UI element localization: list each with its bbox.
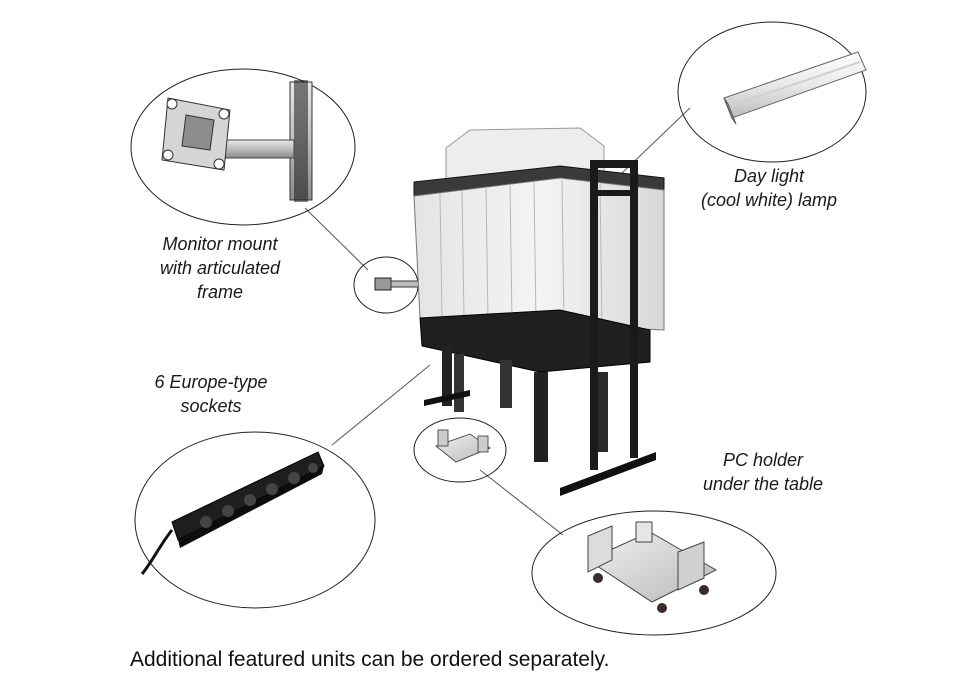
lamp-tube-icon	[723, 51, 867, 125]
leader-pc-holder	[479, 469, 564, 536]
monitor-mount-callout	[130, 68, 356, 226]
pc-holder-small-icon	[434, 429, 492, 463]
sockets-label: 6 Europe-type sockets	[136, 370, 286, 418]
sockets-label-line-2: sockets	[180, 396, 242, 416]
lamp-label-line-2: (cool white) lamp	[700, 190, 838, 210]
sockets-callout	[134, 431, 376, 609]
monitor-mount-label: Monitor mount with articulated frame	[140, 232, 300, 304]
lamp-callout	[677, 21, 867, 163]
sockets-label-line-1: 6 Europe-type	[154, 372, 268, 392]
pc-holder-small-callout	[413, 417, 507, 483]
pc-holder-label-line-2: under the table	[702, 474, 824, 494]
monitor-mount-label-line-1: Monitor mount	[162, 234, 278, 254]
monitor-mount-small-icon	[374, 277, 420, 291]
pc-holder-label-line-1: PC holder	[722, 450, 804, 470]
callout-ellipses	[130, 21, 867, 636]
footer-note: Additional featured units can be ordered…	[130, 648, 610, 671]
pc-holder-icon	[586, 521, 718, 613]
pc-holder-label: PC holder under the table	[688, 448, 838, 496]
leader-sockets	[331, 364, 431, 446]
monitor-mount-label-line-2: with articulated	[159, 258, 281, 278]
monitor-mount-label-line-3: frame	[196, 282, 243, 302]
pc-holder-callout	[531, 510, 777, 636]
workbench-cabinet-icon	[413, 127, 665, 496]
leader-monitor	[304, 207, 369, 271]
lamp-label: Day light (cool white) lamp	[684, 164, 854, 212]
lamp-label-line-1: Day light	[733, 166, 805, 186]
monitor-mount-icon	[161, 80, 313, 202]
power-strip-icon	[140, 451, 325, 575]
